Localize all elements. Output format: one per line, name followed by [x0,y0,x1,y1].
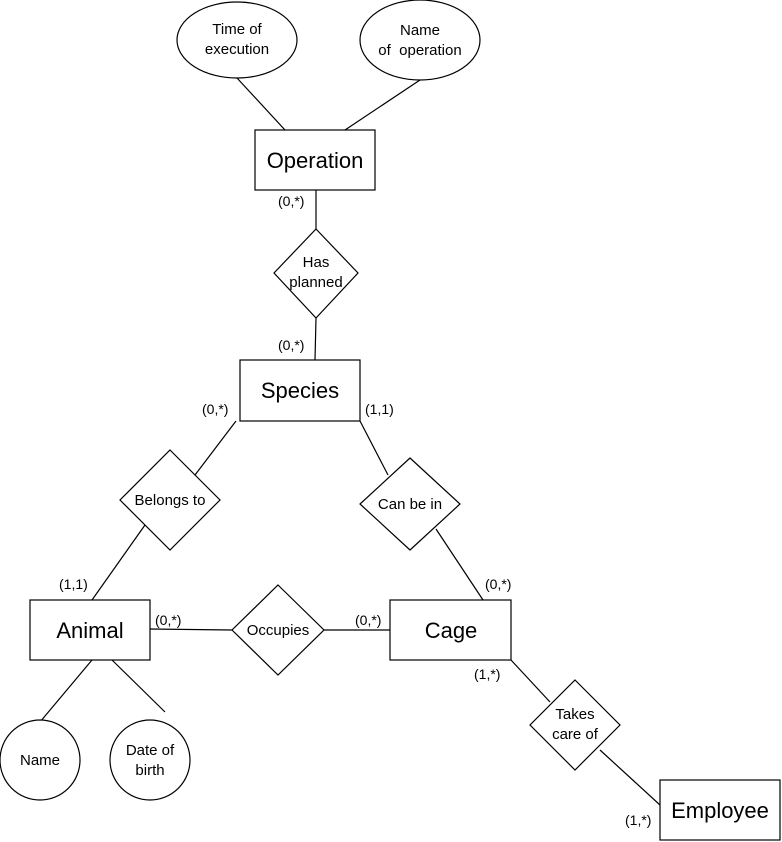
relationship-can-be-in: Can be in [359,457,461,551]
entity-label: Species [261,378,339,403]
cardinality-cage-takes-care-of: (1,*) [474,666,500,682]
cardinality-animal-occupies: (0,*) [155,612,181,628]
edge-name-operation [344,79,421,131]
cardinality-species-can-be-in: (1,1) [365,401,394,417]
attribute-name-of-operation: Name of operation [359,0,481,81]
edge-has-planned-species [314,317,317,361]
cardinality-species-belongs-to: (0,*) [202,401,228,417]
entity-species: Species [239,359,361,422]
attribute-name: Name [0,719,81,801]
entity-animal: Animal [29,599,151,661]
cardinality-operation-has-planned: (0,*) [278,193,304,209]
attribute-time-of-execution: Time of execution [176,1,298,79]
cardinality-species-has-planned: (0,*) [278,337,304,353]
attribute-label: Name [400,22,440,39]
entity-label: Animal [56,618,123,643]
entity-employee: Employee [659,779,781,841]
relationship-has-planned: Has planned [273,228,359,319]
entity-cage: Cage [389,599,512,661]
entity-label: Operation [267,148,364,173]
relationship-label: care of [552,726,599,743]
relationship-label: Occupies [247,622,310,639]
edge-animal-name [39,659,93,723]
cardinality-cage-can-be-in: (0,*) [485,576,511,592]
edge-species-can-be-in [359,420,389,476]
attribute-label: birth [135,762,164,779]
attribute-label: Time of [212,21,262,38]
entity-label: Cage [425,618,478,643]
relationship-label: Takes [555,706,594,723]
entity-operation: Operation [254,129,376,191]
relationship-label: Can be in [378,496,442,513]
attribute-label: execution [205,41,269,58]
edge-animal-occupies [149,628,233,631]
relationship-occupies: Occupies [231,584,325,676]
relationship-label: planned [289,274,342,291]
edge-animal-date-of-birth [111,659,166,713]
relationship-label: Belongs to [135,492,206,509]
attribute-label: Date of [126,742,175,759]
edge-belongs-to-animal [91,524,146,601]
connectors [39,77,661,806]
entity-label: Employee [671,798,769,823]
cardinality-employee-takes-care-of: (1,*) [625,812,651,828]
edge-time-operation [236,77,286,131]
relationship-belongs-to: Belongs to [119,449,221,551]
relationship-takes-care-of: Takes care of [529,679,621,771]
cardinality-cage-occupies: (0,*) [355,612,381,628]
cardinalities: (0,*) (0,*) (0,*) (1,1) (1,1) (0,*) (0,*… [59,193,651,828]
attribute-date-of-birth: Date of birth [109,719,191,801]
relationship-label: Has [303,254,330,271]
edge-can-be-in-cage [435,528,484,601]
cardinality-animal-belongs-to: (1,1) [59,576,88,592]
attribute-label: Name [20,752,60,769]
attribute-label: of operation [378,42,461,59]
edge-species-belongs-to [194,420,237,476]
edge-cage-takes-care-of [510,659,551,703]
edge-takes-care-of-employee [599,749,661,806]
